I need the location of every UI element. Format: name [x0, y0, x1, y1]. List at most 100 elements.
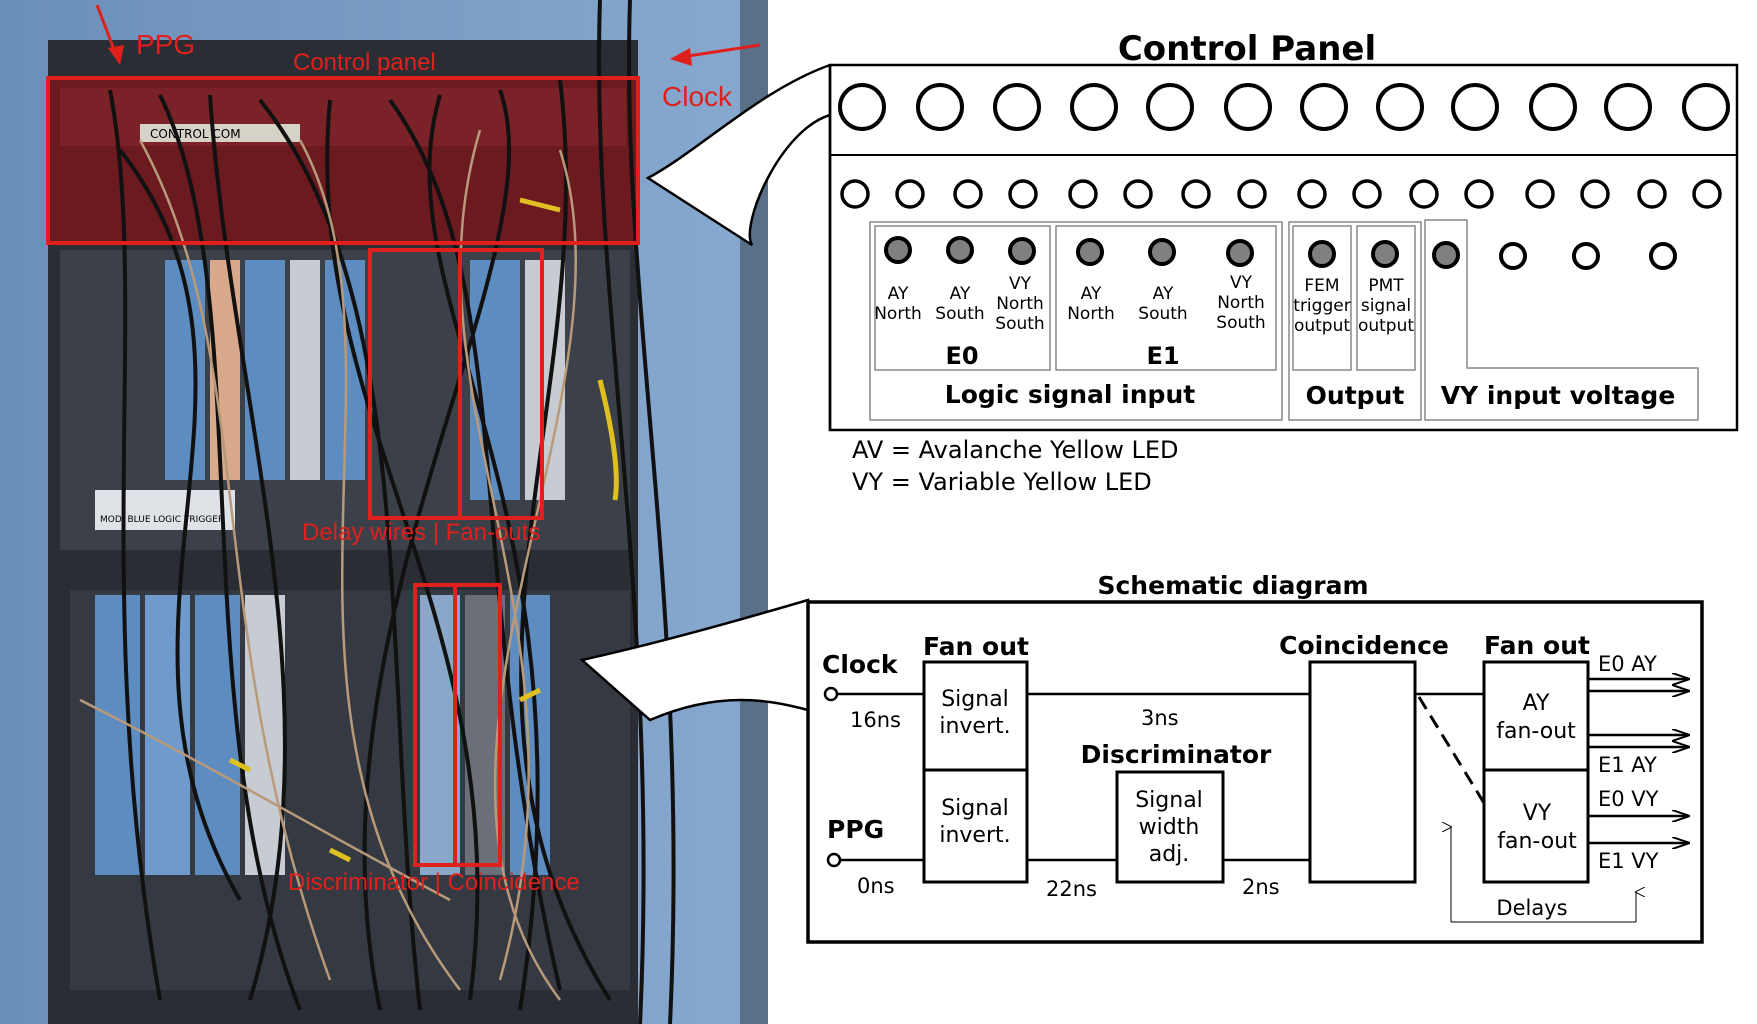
- output-frame: [1288, 221, 1422, 421]
- out-e1-ay: E1 AY: [1598, 753, 1657, 777]
- logic-signal-input-label: Logic signal input: [945, 380, 1195, 409]
- panel-outline: [828, 63, 1739, 432]
- e1-frame: [1055, 225, 1277, 371]
- grey-connector-1: [884, 236, 912, 264]
- control-panel-photo-label: Control panel: [293, 49, 436, 76]
- nim-bin-label: MOD. BLUE LOGIC TRIGGER: [100, 515, 224, 525]
- signal-invert-clock-box: [922, 660, 1029, 772]
- small-connector-10: [1352, 179, 1382, 209]
- vy-input-voltage-label: VY input voltage: [1441, 381, 1676, 410]
- vy-voltage-connectors: [1499, 242, 1677, 270]
- small-connector-9: [1297, 179, 1327, 209]
- e1-label: E1: [1146, 342, 1179, 370]
- ppg-input-terminal: [826, 852, 842, 868]
- logic-signal-input-frame: [869, 221, 1283, 421]
- delays-indicator: [1451, 827, 1636, 923]
- small-connector-11: [1409, 179, 1439, 209]
- small-connector-15: [1637, 179, 1667, 209]
- small-connector-1: [840, 179, 870, 209]
- disc-coinc-photo-label: Discriminator | Coincidence: [288, 869, 580, 896]
- large-connector-9: [1451, 83, 1499, 131]
- timing-22ns: 22ns: [1046, 877, 1097, 901]
- small-connector-row: [840, 179, 1722, 209]
- small-connector-8: [1237, 179, 1267, 209]
- signal-width-adj-box: [1115, 770, 1225, 884]
- legend-vy: VY = Variable Yellow LED: [852, 468, 1152, 496]
- discriminator-label: Discriminator: [1081, 740, 1272, 769]
- vy-fanout-box: [1482, 768, 1590, 884]
- delay-fanouts-photo-label: Delay wires | Fan-outs: [302, 519, 540, 546]
- fan-out-right-label: Fan out: [1484, 631, 1590, 660]
- small-connector-14: [1580, 179, 1610, 209]
- coincidence-box: [1308, 660, 1417, 884]
- small-connector-5: [1068, 179, 1098, 209]
- ay-fanout-box: [1482, 660, 1590, 772]
- small-connector-7: [1181, 179, 1211, 209]
- grey-connector-3: [1008, 237, 1036, 265]
- delays-label: Delays: [1496, 896, 1567, 920]
- schematic-wires: [836, 679, 1688, 862]
- clock-label: Clock: [822, 650, 899, 679]
- small-connector-16: [1692, 179, 1722, 209]
- large-connector-3: [993, 83, 1041, 131]
- legend-av: AV = Avalanche Yellow LED: [852, 436, 1179, 464]
- clock-input-terminal: [823, 686, 839, 702]
- out-e0-vy: E0 VY: [1598, 787, 1659, 811]
- timing-2ns: 2ns: [1242, 875, 1280, 899]
- out-e1-vy: E1 VY: [1598, 849, 1659, 873]
- small-connector-13: [1525, 179, 1555, 209]
- output-label: Output: [1306, 381, 1405, 410]
- e0-label: E0: [945, 342, 978, 370]
- clock-photo-label: Clock: [662, 81, 733, 112]
- control-com-label: CONTROL COM: [150, 127, 241, 141]
- large-connector-7: [1300, 83, 1348, 131]
- grey-connector-9: [1432, 241, 1460, 269]
- panel-callout-arrow: [645, 63, 831, 247]
- grey-connector-8: [1371, 240, 1399, 268]
- grey-connector-2: [946, 236, 974, 264]
- coincidence-highlight: [453, 583, 502, 867]
- small-connector-2: [895, 179, 925, 209]
- large-connector-12: [1682, 83, 1730, 131]
- large-connector-1: [838, 83, 886, 131]
- large-connector-8: [1376, 83, 1424, 131]
- signal-invert-ppg-box: [922, 768, 1029, 884]
- fem-output-frame: [1292, 225, 1352, 371]
- large-connector-5: [1146, 83, 1194, 131]
- out-e0-ay: E0 AY: [1598, 652, 1657, 676]
- small-connector-12: [1464, 179, 1494, 209]
- vy-voltage-connector-3: [1649, 242, 1677, 270]
- large-connector-2: [916, 83, 964, 131]
- cables: [108, 0, 676, 1024]
- control-panel-title: Control Panel: [1118, 29, 1376, 69]
- grey-connector-7: [1308, 240, 1336, 268]
- vy-input-frame: [1424, 219, 1699, 421]
- vy-voltage-connector-2: [1572, 242, 1600, 270]
- fanouts-highlight: [458, 248, 544, 520]
- large-connector-10: [1529, 83, 1577, 131]
- small-connector-4: [1008, 179, 1038, 209]
- coincidence-label: Coincidence: [1279, 631, 1449, 660]
- grey-connector-5: [1148, 238, 1176, 266]
- ppg-label: PPG: [827, 815, 884, 844]
- small-connector-6: [1123, 179, 1153, 209]
- timing-3ns: 3ns: [1141, 706, 1179, 730]
- grey-connector-group: [884, 236, 1460, 269]
- e0-frame: [874, 225, 1051, 371]
- grey-connector-4: [1076, 238, 1104, 266]
- timing-clock: 16ns: [850, 708, 901, 732]
- timing-ppg: 0ns: [857, 874, 895, 898]
- ppg-photo-label: PPG: [136, 29, 195, 60]
- fan-out-left-label: Fan out: [923, 632, 1029, 661]
